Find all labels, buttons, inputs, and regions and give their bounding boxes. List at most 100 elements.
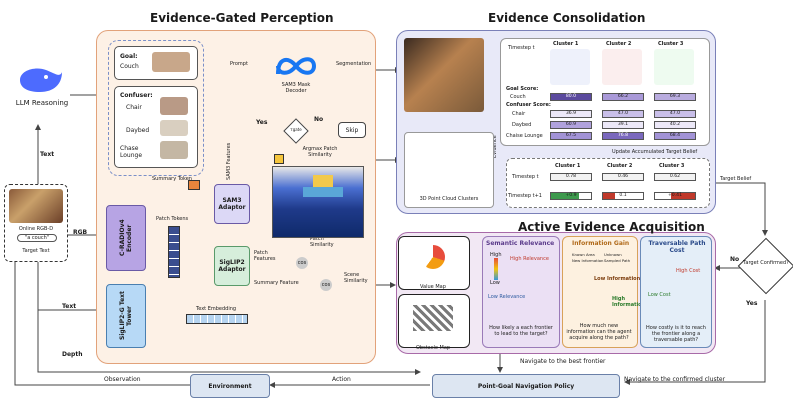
gate-no: No bbox=[314, 116, 324, 123]
couch-c1: 80.0 bbox=[550, 93, 592, 101]
depth-label: Depth bbox=[62, 351, 83, 358]
daybed-image bbox=[160, 120, 188, 136]
obstacle-map bbox=[398, 294, 470, 348]
patch-features-label: Patch Features bbox=[254, 250, 276, 262]
semantic-question: How likely a each frontier to lead to th… bbox=[489, 325, 553, 337]
goal-item: Couch bbox=[120, 63, 139, 70]
trav-card bbox=[640, 236, 712, 348]
cos-node-1: cos bbox=[296, 257, 308, 269]
semantic-low: Low bbox=[490, 280, 500, 286]
couch-c3: 69.3 bbox=[654, 93, 696, 101]
decision-yes: Yes bbox=[746, 300, 758, 307]
text2-label: Text bbox=[62, 303, 77, 310]
info-question: How much new information can the agent a… bbox=[566, 323, 632, 341]
semantic-high: High bbox=[490, 252, 502, 258]
chair-c3: 47.0 bbox=[654, 110, 696, 118]
text-embedding-bar bbox=[186, 314, 248, 324]
confuser-score-label: Confuser Score: bbox=[506, 102, 551, 108]
skip-box: Skip bbox=[338, 122, 366, 138]
timestep-t-header: Timestep t bbox=[508, 45, 535, 51]
llm-label: LLM Reasoning bbox=[15, 99, 69, 107]
info-title: Information Gain bbox=[572, 240, 630, 247]
online-rgbd-frame: Online RGB-D "a couch" Target Text bbox=[4, 184, 68, 262]
info-legend-known: Known Area bbox=[572, 252, 595, 257]
sam3-decoder-label: SAM3 Mask Decoder bbox=[281, 82, 311, 94]
policy-box: Point-Goal Navigation Policy bbox=[432, 374, 620, 398]
belief-cluster-2: Cluster 2 bbox=[607, 163, 633, 169]
value-map-label: Value Map bbox=[420, 284, 446, 290]
high-info-label: High Information bbox=[612, 296, 646, 308]
info-card bbox=[562, 236, 638, 348]
decision-no: No bbox=[730, 256, 740, 263]
acquisition-title: Active Evidence Acquisition bbox=[518, 220, 705, 234]
text-label: Text bbox=[40, 151, 55, 158]
confuser-chair: Chair bbox=[126, 104, 142, 111]
chair-c1: 36.9 bbox=[550, 110, 592, 118]
belief-t-c2: 0.46 bbox=[602, 173, 644, 181]
belief-t-label: Timestep t bbox=[512, 174, 539, 180]
target-quote: "a couch" bbox=[17, 234, 57, 242]
info-legend-new: New Information bbox=[572, 258, 604, 263]
daybed-c2: 39.1 bbox=[602, 121, 644, 129]
llm-icon bbox=[16, 62, 64, 96]
consolidation-title: Evidence Consolidation bbox=[488, 11, 646, 25]
semantic-title: Semantic Relevance bbox=[486, 240, 555, 247]
belief-t-c1: 0.78 bbox=[550, 173, 592, 181]
chaise-c3: 68.4 bbox=[654, 132, 696, 140]
chair-c2: 47.0 bbox=[602, 110, 644, 118]
action-label: Action bbox=[332, 376, 351, 383]
meta-logo-icon bbox=[274, 54, 318, 78]
heatmap-max-cell bbox=[274, 154, 284, 164]
prompt-label: Prompt bbox=[230, 61, 248, 67]
chaise-row-label: Chaise Lounge bbox=[506, 133, 543, 139]
goal-score-label: Goal Score: bbox=[506, 86, 539, 92]
summary-feature-label: Summary Feature bbox=[254, 280, 299, 286]
pointcloud-box bbox=[404, 132, 494, 208]
navigate-confirmed-label: Navigate to the confirmed cluster bbox=[624, 376, 726, 383]
trav-title: Traversable Path Cost bbox=[648, 240, 706, 254]
sam3-features-label: SAM3 Features bbox=[226, 142, 232, 180]
daybed-c1: 60.9 bbox=[550, 121, 592, 129]
observation-label: Observation bbox=[104, 376, 141, 383]
low-info-label: Low Information bbox=[594, 276, 641, 282]
siglip2-text-tower: SigLIP2-G Text Tower bbox=[106, 284, 146, 348]
confuser-daybed: Daybed bbox=[126, 127, 150, 134]
patch-tokens-label: Patch Tokens bbox=[156, 216, 189, 222]
low-relevance-label: Low Relevance bbox=[488, 294, 526, 300]
chaise-c1: 67.5 bbox=[550, 132, 592, 140]
sam3-adaptor: SAM3 Adaptor bbox=[214, 184, 250, 224]
summary-token bbox=[188, 180, 200, 190]
value-map bbox=[398, 236, 470, 290]
belief-t-c3: 0.62 bbox=[654, 173, 696, 181]
goal-label: Goal: bbox=[120, 53, 138, 60]
info-legend-path: Sampled Path bbox=[604, 258, 631, 263]
belief-cluster-1: Cluster 1 bbox=[555, 163, 581, 169]
similarity-heatmap bbox=[272, 166, 364, 238]
rgb-label: RGB bbox=[73, 229, 88, 236]
belief-cluster-3: Cluster 3 bbox=[659, 163, 685, 169]
scene-similarity-label: Scene Similarity bbox=[344, 272, 368, 284]
semantic-card bbox=[482, 236, 560, 348]
couch-c2: 66.2 bbox=[602, 93, 644, 101]
couch-image bbox=[152, 52, 190, 72]
cluster-2-header: Cluster 2 bbox=[606, 41, 632, 47]
belief-t1-c3: +0.41 bbox=[654, 192, 696, 200]
update-belief-label: Update Accumulated Target Belief bbox=[612, 149, 698, 155]
chair-image bbox=[160, 97, 188, 115]
pointcloud-label: 3D Point Cloud Clusters bbox=[419, 196, 479, 202]
token-stack bbox=[168, 226, 180, 278]
confuser-label: Confuser: bbox=[120, 92, 153, 99]
chaise-image bbox=[160, 141, 188, 159]
text-embedding-label: Text Embedding bbox=[196, 306, 237, 312]
cluster-1-thumb bbox=[550, 49, 590, 85]
patch-similarity-label: Patch Similarity bbox=[310, 236, 334, 248]
chair-row-label: Chair bbox=[512, 111, 526, 117]
target-text-label: Target Text bbox=[22, 248, 50, 254]
room-thumbnail bbox=[9, 189, 63, 223]
online-label: Online RGB-D bbox=[18, 226, 54, 232]
perception-title: Evidence-Gated Perception bbox=[150, 11, 334, 25]
cluster-3-header: Cluster 3 bbox=[658, 41, 684, 47]
couch-row-label: Couch bbox=[510, 94, 526, 100]
goal-confuser-frame bbox=[108, 40, 204, 176]
segmentation-label: Segmentation bbox=[336, 61, 372, 67]
